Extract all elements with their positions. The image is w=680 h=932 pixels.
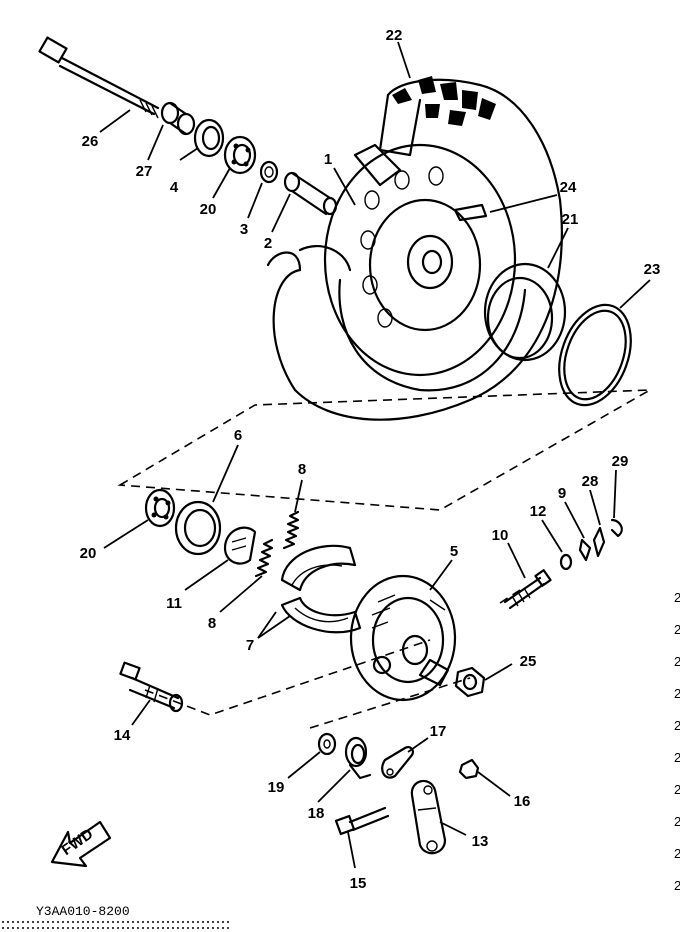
wheel-rim (323, 143, 517, 377)
callout-26: 26 (82, 133, 99, 150)
callout-10: 10 (492, 527, 509, 544)
edge-mark: 2 (674, 846, 680, 861)
edge-mark: 2 (674, 814, 680, 829)
brake-shoe-plate (349, 574, 457, 702)
leader-lines (99, 41, 651, 869)
edge-mark: 2 (674, 750, 680, 765)
cam-dashed-line (309, 677, 471, 729)
edge-mark: 2 (674, 782, 680, 797)
edge-mark: 2 (674, 878, 680, 893)
wear-indicator (381, 746, 414, 779)
forward-arrow-icon: FWD (50, 820, 112, 868)
brake-camshaft (119, 661, 184, 713)
indicator-plate (223, 526, 257, 565)
washer (559, 553, 573, 571)
callout-8-lower: 8 (208, 615, 216, 632)
callout-12: 12 (530, 503, 547, 520)
o-ring (558, 303, 632, 407)
callout-21: 21 (562, 211, 579, 228)
callout-5: 5 (450, 543, 458, 560)
callout-2: 2 (264, 235, 272, 252)
faded-text-strip (2, 921, 230, 929)
callout-1: 1 (324, 151, 332, 168)
spacer (283, 171, 338, 216)
forward-arrow-label: FWD (59, 825, 97, 859)
oil-seal (193, 118, 225, 158)
callout-4: 4 (170, 179, 179, 196)
circlip (259, 160, 279, 184)
callout-20: 20 (200, 201, 217, 218)
callout-11: 11 (166, 595, 182, 612)
callout-13: 13 (472, 833, 489, 850)
edge-mark: 2 (674, 654, 680, 669)
callout-16: 16 (514, 793, 531, 810)
cam-lever (410, 779, 447, 855)
callout-9: 9 (558, 485, 566, 502)
edge-mark: 2 (674, 718, 680, 733)
edge-mark: 2 (674, 622, 680, 637)
nut (454, 666, 486, 698)
axle-dashed-line (144, 639, 431, 716)
callout-24: 24 (560, 179, 577, 196)
callout-3: 3 (240, 221, 248, 238)
right-edge-marks: 2 2 2 2 2 2 2 2 2 2 (674, 590, 680, 893)
callout-17: 17 (430, 723, 447, 740)
callout-19: 19 (268, 779, 285, 796)
indicator-dashed-line (499, 589, 521, 604)
callout-29: 29 (612, 453, 629, 470)
drawing-code: Y3AA010-8200 (36, 904, 130, 919)
washer-lower (317, 732, 337, 756)
brake-drum-ring (483, 262, 567, 362)
axle-bolt (38, 36, 160, 119)
indicator-bolt (503, 569, 552, 610)
callout-15: 15 (350, 875, 367, 892)
callout-8-upper: 8 (298, 461, 306, 478)
brake-shoes (280, 544, 362, 634)
callout-27: 27 (136, 163, 153, 180)
bolt-lower (334, 806, 390, 836)
nut-lower (458, 758, 480, 780)
callout-numbers: 22 1 26 27 4 20 3 2 24 21 23 6 8 20 11 8… (80, 27, 661, 892)
bearing-upper (223, 135, 257, 175)
oil-seal-lower (174, 500, 222, 556)
callout-22: 22 (386, 27, 403, 44)
callout-7: 7 (246, 637, 254, 654)
callout-20-lower: 20 (80, 545, 97, 562)
bearing-lower (144, 488, 176, 528)
tire (266, 78, 563, 421)
callout-14: 14 (114, 727, 131, 744)
spring (254, 510, 300, 578)
callout-6: 6 (234, 427, 242, 444)
return-spring (344, 736, 372, 780)
collar (160, 101, 196, 136)
callout-28: 28 (582, 473, 599, 490)
callout-18: 18 (308, 805, 325, 822)
edge-mark: 2 (674, 686, 680, 701)
edge-mark: 2 (674, 590, 680, 605)
callout-23: 23 (644, 261, 661, 278)
small-parts (578, 518, 623, 562)
tire-tread-icon (392, 76, 496, 126)
callout-25: 25 (520, 653, 537, 670)
upper-dashed-frame (117, 389, 651, 511)
